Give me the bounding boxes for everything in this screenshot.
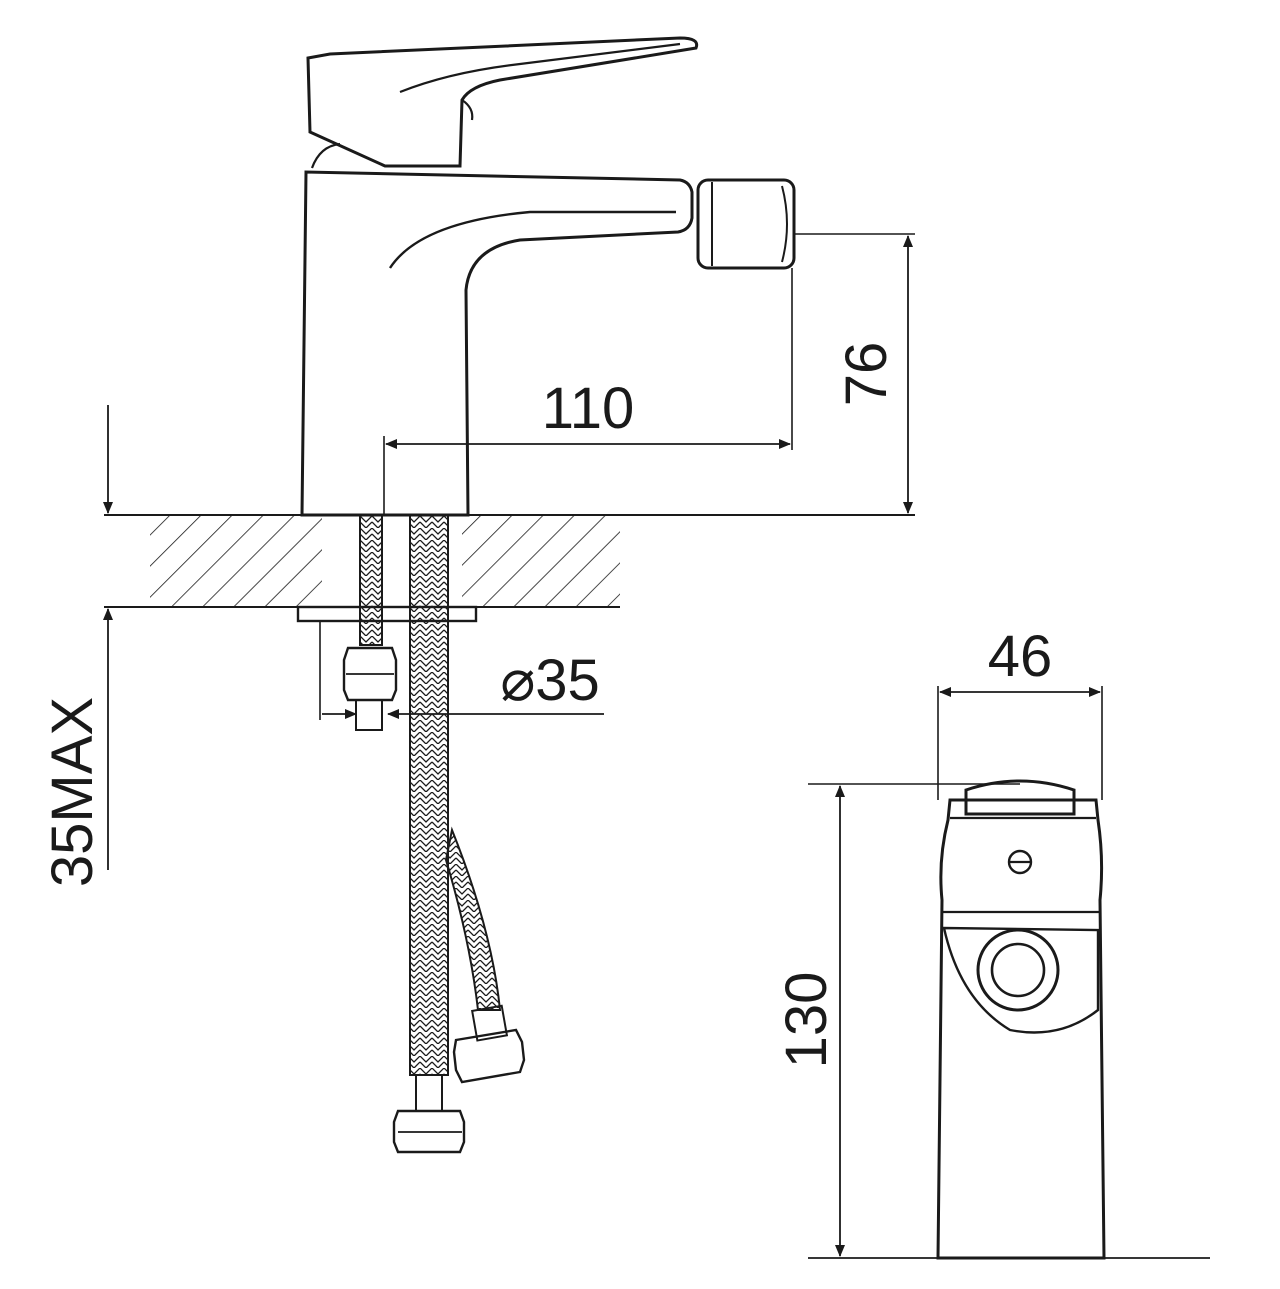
flex-hose-2 [444,826,526,1084]
front-body [936,779,1106,1260]
threaded-rod [342,514,398,731]
dim-deck-thickness-label: 35MAX [40,697,105,887]
dim-spout-height: 76 [794,233,915,514]
dim-body-height: 130 [774,783,1210,1259]
lever-handle [306,36,699,168]
faucet-body [300,142,694,517]
dim-body-width: 46 [937,624,1103,800]
bidet-nozzle [696,178,796,270]
front-view: 46 130 [774,624,1210,1260]
dim-body-height-label: 130 [774,972,839,1069]
side-view: 110 76 35MAX ⌀35 [40,36,915,1154]
countertop-section [104,514,915,608]
dim-body-width-label: 46 [988,624,1053,689]
dim-hole-diameter: ⌀35 [319,621,604,720]
flex-hose-1 [392,514,466,1154]
dim-spout-height-label: 76 [834,342,899,407]
dim-spout-reach: 110 [383,268,793,515]
mounting-flange [296,605,478,623]
dim-hole-diameter-label: ⌀35 [500,648,599,713]
dim-spout-reach-label: 110 [542,376,634,441]
dim-deck-thickness: 35MAX [40,405,113,887]
